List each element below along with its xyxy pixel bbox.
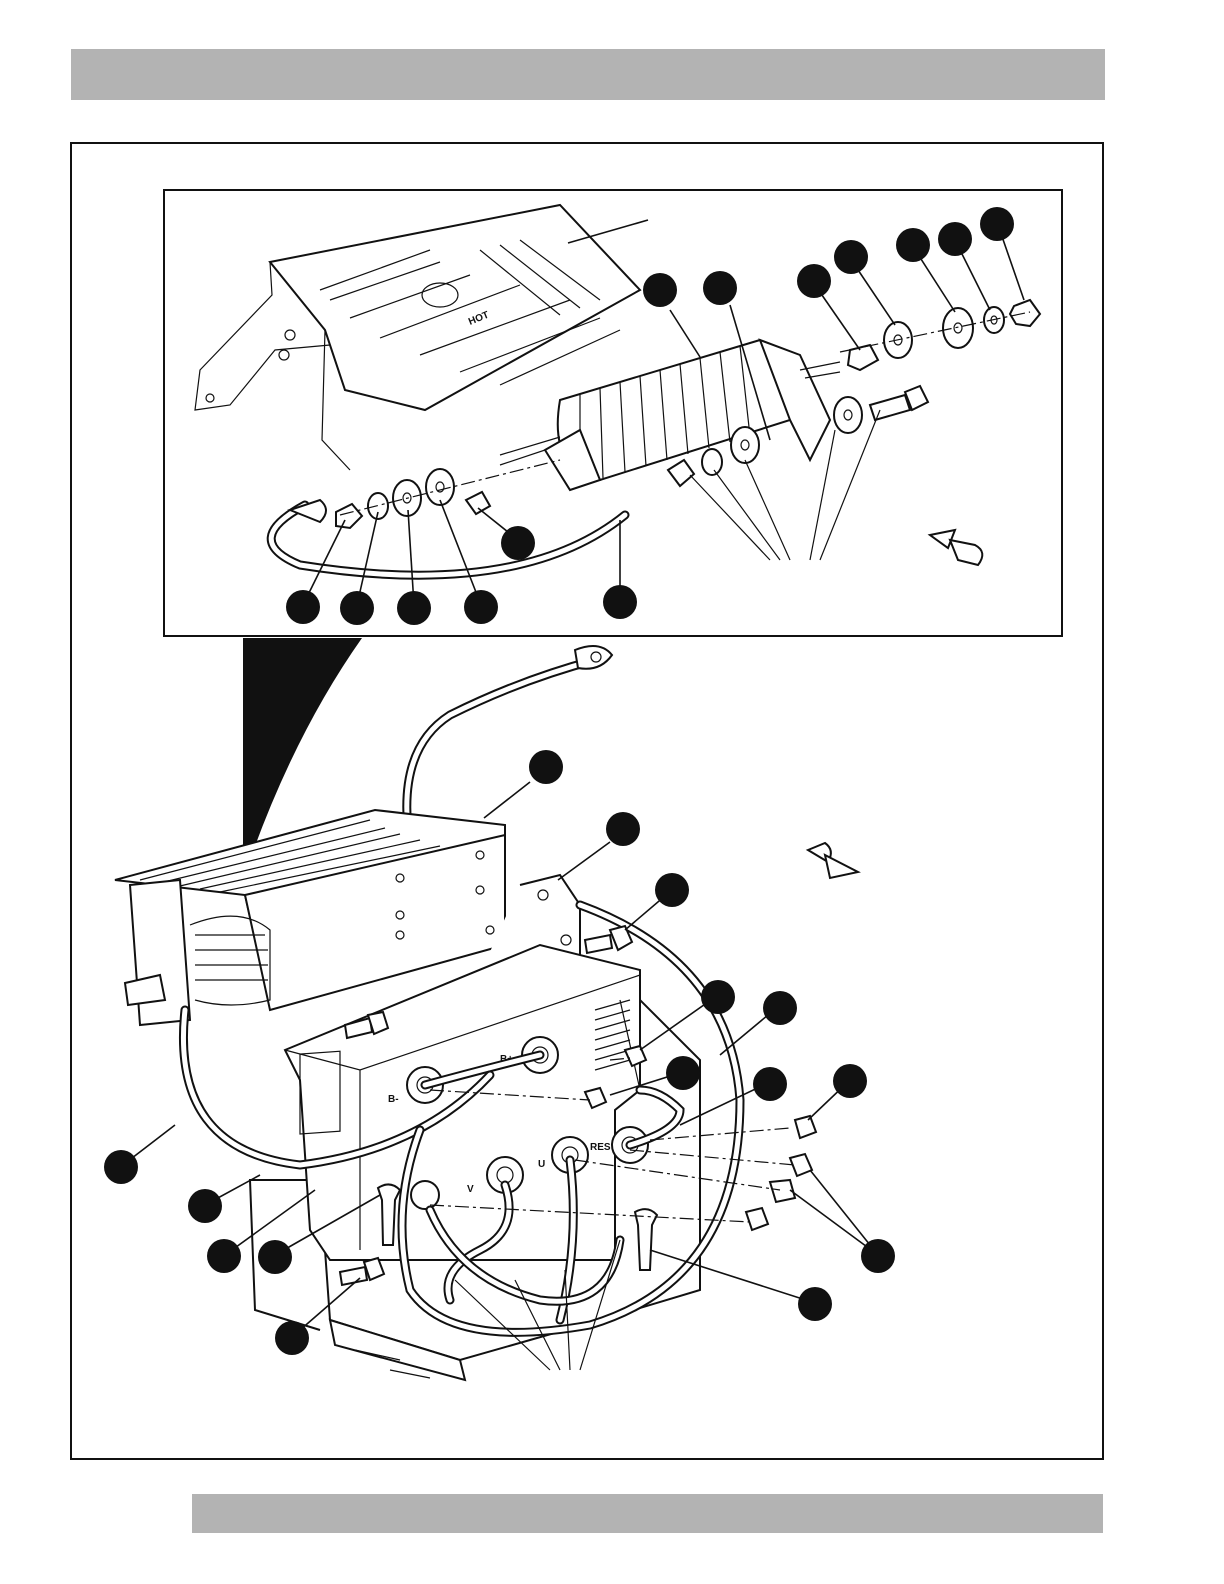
callout-marker <box>258 1240 292 1274</box>
callout-marker <box>753 1067 787 1101</box>
callout-marker <box>603 585 637 619</box>
callout-marker <box>464 590 498 624</box>
callout-marker <box>207 1239 241 1273</box>
callout-marker <box>703 271 737 305</box>
callout-marker <box>655 873 689 907</box>
callout-marker <box>861 1239 895 1273</box>
callout-marker <box>286 590 320 624</box>
callout-marker <box>340 591 374 625</box>
main-view-arrow <box>808 843 858 878</box>
callout-marker <box>763 991 797 1025</box>
callout-marker <box>797 264 831 298</box>
callout-marker <box>104 1150 138 1184</box>
callout-marker <box>798 1287 832 1321</box>
inset-view-arrow <box>930 530 982 565</box>
callout-marker <box>275 1321 309 1355</box>
callout-marker <box>188 1189 222 1223</box>
main-cable-top <box>407 646 612 845</box>
callout-marker <box>833 1064 867 1098</box>
terminal-label-v: V <box>467 1184 474 1195</box>
callout-marker <box>397 591 431 625</box>
callout-marker <box>896 228 930 262</box>
callout-marker <box>666 1056 700 1090</box>
callout-marker <box>529 750 563 784</box>
callout-marker <box>606 812 640 846</box>
callout-marker <box>834 240 868 274</box>
callout-marker <box>701 980 735 1014</box>
terminal-label-res: RES <box>590 1142 611 1153</box>
callout-marker <box>643 273 677 307</box>
terminal-label-b-minus: B- <box>388 1094 399 1105</box>
callout-marker <box>980 207 1014 241</box>
callout-marker <box>938 222 972 256</box>
terminal-label-u: U <box>538 1159 545 1170</box>
callout-marker <box>501 526 535 560</box>
